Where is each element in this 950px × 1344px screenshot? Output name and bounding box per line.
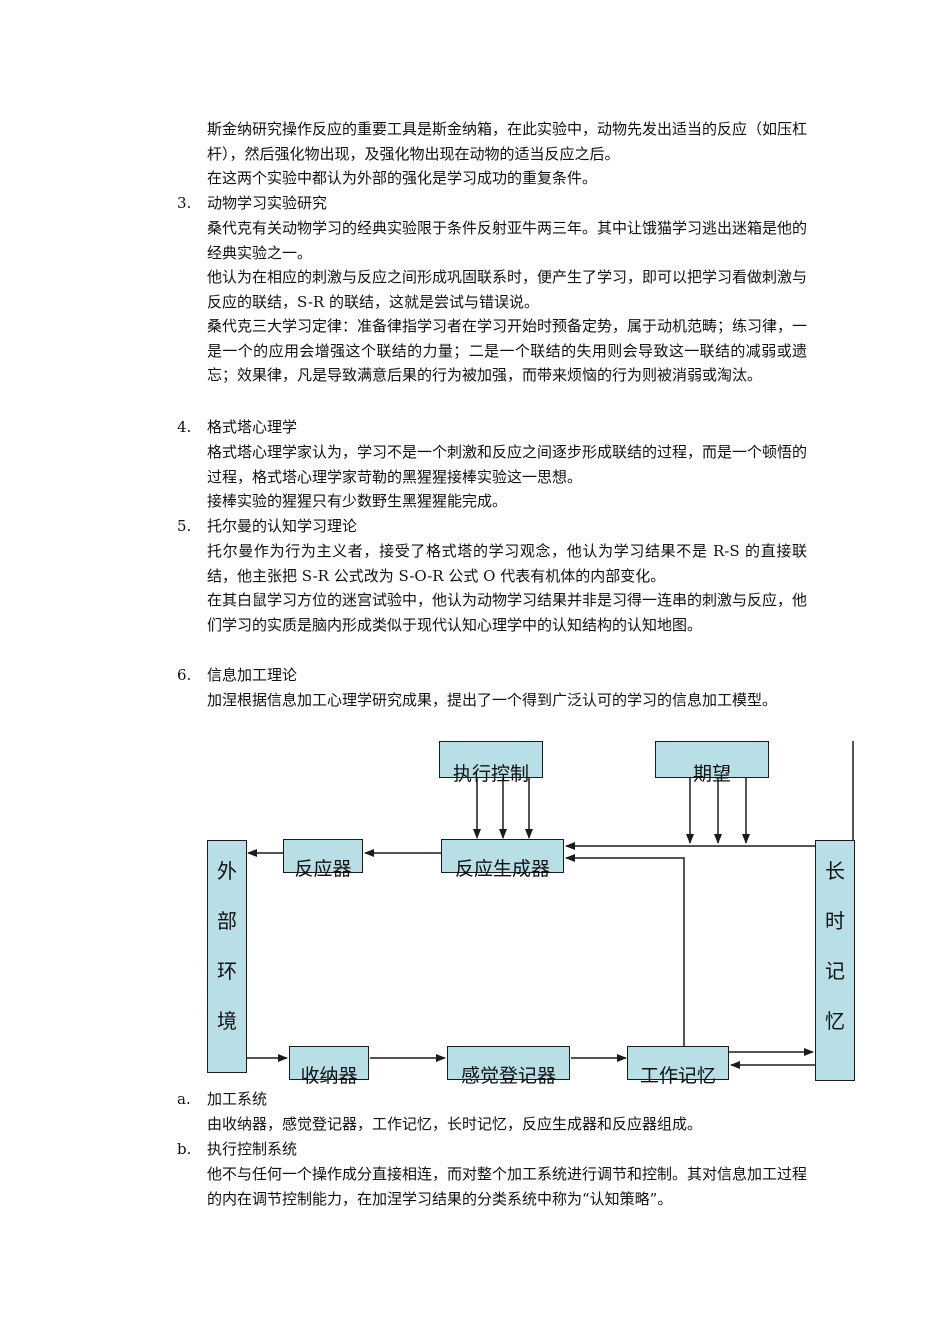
external-env-char-2: 部 <box>217 909 237 933</box>
paragraph-tolman: 托尔曼作为行为主义者，接受了格式塔的学习观念，他认为学习结果不是 R-S 的直接… <box>207 542 807 585</box>
paragraph-skinner-box: 斯金纳研究操作反应的重要工具是斯金纳箱，在此实验中，动物先发出适当的反应（如压杠… <box>207 120 808 163</box>
paragraph-gagne: 加涅根据信息加工心理学研究成果，提出了一个得到广泛认可的学习的信息加工模型。 <box>207 691 778 709</box>
paragraph-processing-system: 由收纳器，感觉登记器，工作记忆，长时记忆，反应生成器和反应器组成。 <box>207 1115 703 1133</box>
section-4-title: 格式塔心理学 <box>207 418 298 436</box>
ltm-char-2: 时 <box>825 909 845 933</box>
section-a-title: 加工系统 <box>207 1090 268 1108</box>
expectation-label: 期望 <box>692 763 731 785</box>
paragraph-thorndike-experiment: 桑代克有关动物学习的经典实验限于条件反射亚牛两三年。其中让饿猫学习逃出迷箱是他的… <box>207 219 808 262</box>
section-5-title: 托尔曼的认知学习理论 <box>207 517 358 535</box>
paragraph-chimp: 接棒实验的猩猩只有少数野生黑猩猩能完成。 <box>207 492 508 510</box>
paragraph-maze: 在其白鼠学习方位的迷宫试验中，他认为动物学习结果并非是习得一连串的刺激与反应，他… <box>207 591 808 634</box>
receptor-label: 收纳器 <box>300 1065 358 1087</box>
exec-control-box: 执行控制 <box>439 741 543 784</box>
effector-box: 反应器 <box>283 839 363 879</box>
external-environment-box: 外 部 环 境 <box>207 840 247 1073</box>
long-term-memory-box: 长 时 记 忆 <box>815 840 855 1081</box>
external-env-char-3: 环 <box>217 959 237 983</box>
response-generator-label: 反应生成器 <box>454 858 550 880</box>
section-6-number: 6. <box>177 666 192 684</box>
ltm-char-3: 记 <box>825 959 845 983</box>
external-env-char-1: 外 <box>217 859 237 883</box>
section-b-number: b. <box>177 1140 192 1158</box>
ltm-char-4: 忆 <box>825 1009 845 1033</box>
paragraph-trial-error: 他认为在相应的刺激与反应之间形成巩固联系时，便产生了学习，即可以把学习看做刺激与… <box>207 268 808 311</box>
section-3-title: 动物学习实验研究 <box>207 194 328 212</box>
ltm-char-1: 长 <box>825 859 845 883</box>
effector-label: 反应器 <box>294 858 352 880</box>
receptor-box: 收纳器 <box>289 1046 369 1086</box>
sensory-register-box: 感觉登记器 <box>447 1046 570 1086</box>
section-5-number: 5. <box>177 517 192 535</box>
paragraph-gestalt: 格式塔心理学家认为，学习不是一个刺激和反应之间逐步形成联结的过程，而是一个顿悟的… <box>207 443 808 486</box>
section-6-title: 信息加工理论 <box>207 666 298 684</box>
wm-to-generator-arrow <box>565 854 685 1047</box>
section-4-number: 4. <box>177 418 192 436</box>
external-env-char-4: 境 <box>217 1009 237 1033</box>
exec-control-label: 执行控制 <box>452 763 529 785</box>
working-memory-label: 工作记忆 <box>639 1065 716 1087</box>
section-b-title: 执行控制系统 <box>207 1140 298 1158</box>
section-3-number: 3. <box>177 194 192 212</box>
section-a-number: a. <box>177 1090 191 1108</box>
paragraph-three-laws: 桑代克三大学习定律：准备律指学习者在学习开始时预备定势，属于动机范畴；练习律，一… <box>207 317 808 384</box>
sensory-register-label: 感觉登记器 <box>460 1065 556 1087</box>
response-generator-box: 反应生成器 <box>441 839 564 879</box>
working-memory-box: 工作记忆 <box>627 1046 729 1086</box>
paragraph-reinforcement: 在这两个实验中都认为外部的强化是学习成功的重复条件。 <box>207 169 598 187</box>
expectation-box: 期望 <box>655 741 769 784</box>
paragraph-executive-control: 他不与任何一个操作成分直接相连，而对整个加工系统进行调节和控制。其对信息加工过程… <box>207 1165 808 1208</box>
